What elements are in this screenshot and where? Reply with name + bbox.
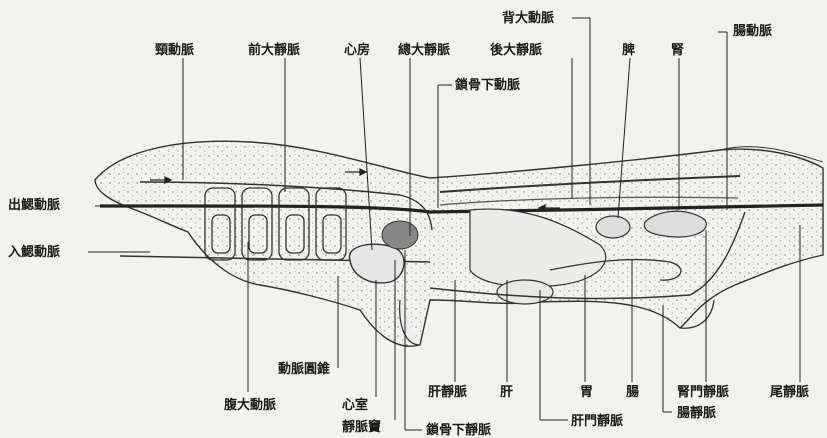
label-hepatic-vein: 肝靜脈 [428,385,467,400]
label-common-cardinal-vein: 總大靜脈 [398,43,450,58]
spleen-shape [596,216,630,238]
label-subclavian-artery: 鎖骨下動脈 [455,78,520,93]
label-sinus-venosus: 靜脈竇 [342,420,381,435]
label-hepatic-portal-vein: 肝門靜脈 [571,414,623,429]
stomach-shape [497,280,553,304]
label-stomach: 胃 [580,385,593,400]
label-iliac-vein: 腸靜脈 [677,406,716,421]
label-posterior-cardinal-vein: 後大靜脈 [490,43,542,58]
label-dorsal-aorta: 背大動脈 [502,11,554,26]
label-ventral-aorta: 腹大動脈 [224,398,276,413]
label-liver: 肝 [500,385,513,400]
label-afferent-branchial-artery: 入鰓動脈 [8,245,60,260]
label-conus-arteriosus: 動脈圓錐 [278,362,330,377]
sinus-venosus-shape [382,221,418,249]
label-iliac-artery: 腸動脈 [733,24,772,39]
label-subclavian-vein: 鎖骨下靜脈 [426,423,491,438]
label-kidney: 腎 [671,43,684,58]
label-caudal-vein: 尾靜脈 [770,385,809,400]
fish-body [95,141,823,346]
label-anterior-cardinal-vein: 前大靜脈 [248,43,300,58]
label-efferent-branchial-artery: 出鰓動脈 [8,198,60,213]
label-atrium: 心房 [344,43,370,58]
label-carotid-artery: 頸動脈 [155,43,194,58]
label-ventricle: 心室 [342,398,368,413]
label-spleen: 脾 [622,43,635,58]
label-intestine: 腸 [626,385,639,400]
label-renal-portal-vein: 腎門靜脈 [677,385,729,400]
